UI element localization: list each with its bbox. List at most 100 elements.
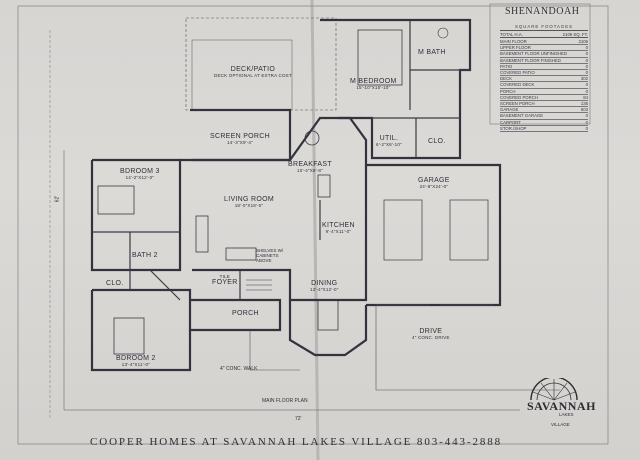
sqft-row-value: 603: [580, 107, 588, 113]
room-bedroom2: BDROOM 2 13'-4"X11'-0": [116, 355, 156, 367]
sqft-row-label: MAIN FLOOR: [500, 39, 527, 44]
room-screen-porch-name: SCREEN PORCH: [210, 133, 270, 140]
sqft-row-label: SCREEN PORCH: [500, 101, 535, 107]
room-bedroom2-dims: 13'-4"X11'-0": [121, 362, 150, 367]
room-living-dims: 18'-0"X18'-0": [234, 203, 264, 208]
drive-outline: [375, 305, 560, 391]
room-drive-note: 4" CONC. DRIVE: [412, 335, 450, 340]
sqft-row-value: 0: [585, 88, 588, 94]
sqft-row-value: 0: [585, 125, 588, 131]
room-master-bedroom-name: M BEDROOM: [350, 78, 397, 85]
room-utility-name: UTIL.: [379, 135, 399, 142]
sqft-row-value: 0: [585, 119, 588, 125]
dimension-left: 62': [54, 195, 61, 203]
master-bed-symbol: [357, 29, 403, 86]
room-deck-note: DECK OPTIONAL AT EXTRA COST: [214, 73, 292, 78]
room-bedroom3-dims: 14'-2"X12'-0": [125, 175, 155, 180]
room-drive-name: DRIVE: [419, 328, 443, 335]
sqft-row: SCREEN PORCH 135: [500, 101, 588, 108]
plan-caption: MAIN FLOOR PLAN: [262, 398, 308, 404]
kitchen-island-symbol: [317, 174, 331, 198]
room-deck-name: DECK/PATIO: [230, 66, 276, 73]
room-bedroom3: BDROOM 3 14'-2"X12'-0": [120, 168, 160, 180]
interior-walls: [92, 20, 470, 301]
sqft-row: PATIO 0: [500, 63, 588, 71]
paper-fold: [310, 0, 320, 460]
sqft-row-label: COVERED PATIO: [500, 70, 535, 76]
room-kitchen: KITCHEN 9'-4"X11'-0": [322, 222, 355, 234]
sqft-total-value: 2106 SQ. FT.: [562, 31, 588, 37]
sofa-symbol: [195, 215, 209, 253]
sqft-row: DECK 302: [500, 76, 588, 83]
room-screen-porch: SCREEN PORCH 14'-3"X9'-4": [210, 133, 270, 145]
room-utility: UTIL. 6'-2"X8'-10": [376, 135, 402, 147]
room-foyer-name: FOYER: [212, 279, 238, 286]
room-master-bedroom: M BEDROOM 15'-10"X15'-10": [350, 78, 397, 90]
sqft-row-value: 2106: [578, 39, 588, 44]
sqft-row-label: PORCH: [500, 88, 516, 94]
room-foyer: TILE FOYER: [212, 274, 238, 286]
room-kitchen-dims: 9'-4"X11'-0": [325, 229, 352, 234]
logo-line1: SAVANNAH: [527, 399, 596, 413]
sqft-row: CARPORT 0: [500, 120, 588, 126]
room-garage-dims: 24'-8"X24'-0": [419, 184, 449, 189]
sofa2-symbol: [225, 247, 257, 261]
room-breakfast-dims: 10'-4"X8'-8": [297, 168, 323, 173]
dining-table-symbol: [317, 299, 339, 331]
sqft-row-value: 0: [585, 45, 588, 51]
room-breakfast: BREAKFAST 10'-4"X8'-8": [288, 161, 332, 173]
sqft-row-label: BASEMENT FLOOR FINISHED: [500, 57, 561, 63]
sqft-box-border: [489, 3, 591, 125]
garage-car1-symbol: [383, 199, 423, 261]
room-closet-master-name: CLO.: [428, 138, 446, 145]
sqft-heading: SQUARE FOOTAGES: [515, 24, 573, 29]
sqft-row-value: 135: [580, 101, 588, 107]
sqft-row-label: GARAGE: [500, 107, 519, 113]
tub-symbol: [437, 27, 449, 39]
sqft-row-label: CARPORT: [500, 119, 521, 125]
room-master-bedroom-dims: 15'-10"X15'-10": [356, 85, 391, 90]
walk-label: 4" CONC. WALK: [220, 366, 258, 372]
room-breakfast-name: BREAKFAST: [288, 161, 332, 168]
room-foyer-note: TILE: [219, 274, 230, 279]
sqft-row-value: 302: [580, 76, 588, 82]
room-kitchen-name: KITCHEN: [322, 222, 355, 229]
room-bedroom2-name: BDROOM 2: [116, 355, 156, 362]
savannah-lakes-logo: SAVANNAH LAKES VILLAGE: [523, 378, 595, 434]
room-bath2: BATH 2: [132, 252, 158, 259]
room-master-bath-name: M BATH: [418, 49, 446, 56]
logo-line3: VILLAGE: [551, 422, 570, 427]
sqft-row-value: 0: [585, 82, 588, 88]
room-deck: DECK/PATIO DECK OPTIONAL AT EXTRA COST: [214, 66, 292, 78]
dimension-bottom: 72': [295, 416, 302, 422]
sqft-row-label: COVERED PORCH: [500, 94, 538, 100]
room-dining-name: DINING: [311, 280, 338, 287]
sqft-row-label: STOR./SHOP: [500, 125, 527, 131]
room-screen-porch-dims: 14'-3"X9'-4": [227, 140, 253, 145]
sqft-row-label: DECK: [500, 76, 512, 82]
room-dining-dims: 12'-4"X12'-0": [310, 287, 339, 292]
room-closet-bath-name: CLO.: [106, 280, 124, 287]
room-living: LIVING ROOM 18'-0"X18'-0": [224, 196, 274, 208]
room-dining: DINING 12'-4"X12'-0": [310, 280, 339, 292]
sqft-row-label: COVERED DECK: [500, 82, 535, 88]
sqft-row-label: PATIO: [500, 63, 513, 69]
sqft-total-label: TOTAL H.A.: [500, 31, 523, 37]
shelves-note: SHELVES W/ CABINETS ABOVE: [256, 248, 284, 263]
sqft-row-label: BASEMENT GARAGE: [500, 113, 544, 119]
logo-line2: LAKES: [559, 412, 574, 417]
exterior-walls: [90, 18, 502, 372]
room-utility-dims: 6'-2"X8'-10": [376, 142, 402, 147]
sqft-row-value: 0: [585, 57, 588, 63]
sqft-row-value: 0: [585, 51, 588, 57]
bedroom3-bed-symbol: [97, 185, 135, 215]
room-bedroom3-name: BDROOM 3: [120, 168, 160, 175]
sqft-row-value: 0: [585, 63, 588, 69]
walk-outline: [249, 330, 300, 371]
